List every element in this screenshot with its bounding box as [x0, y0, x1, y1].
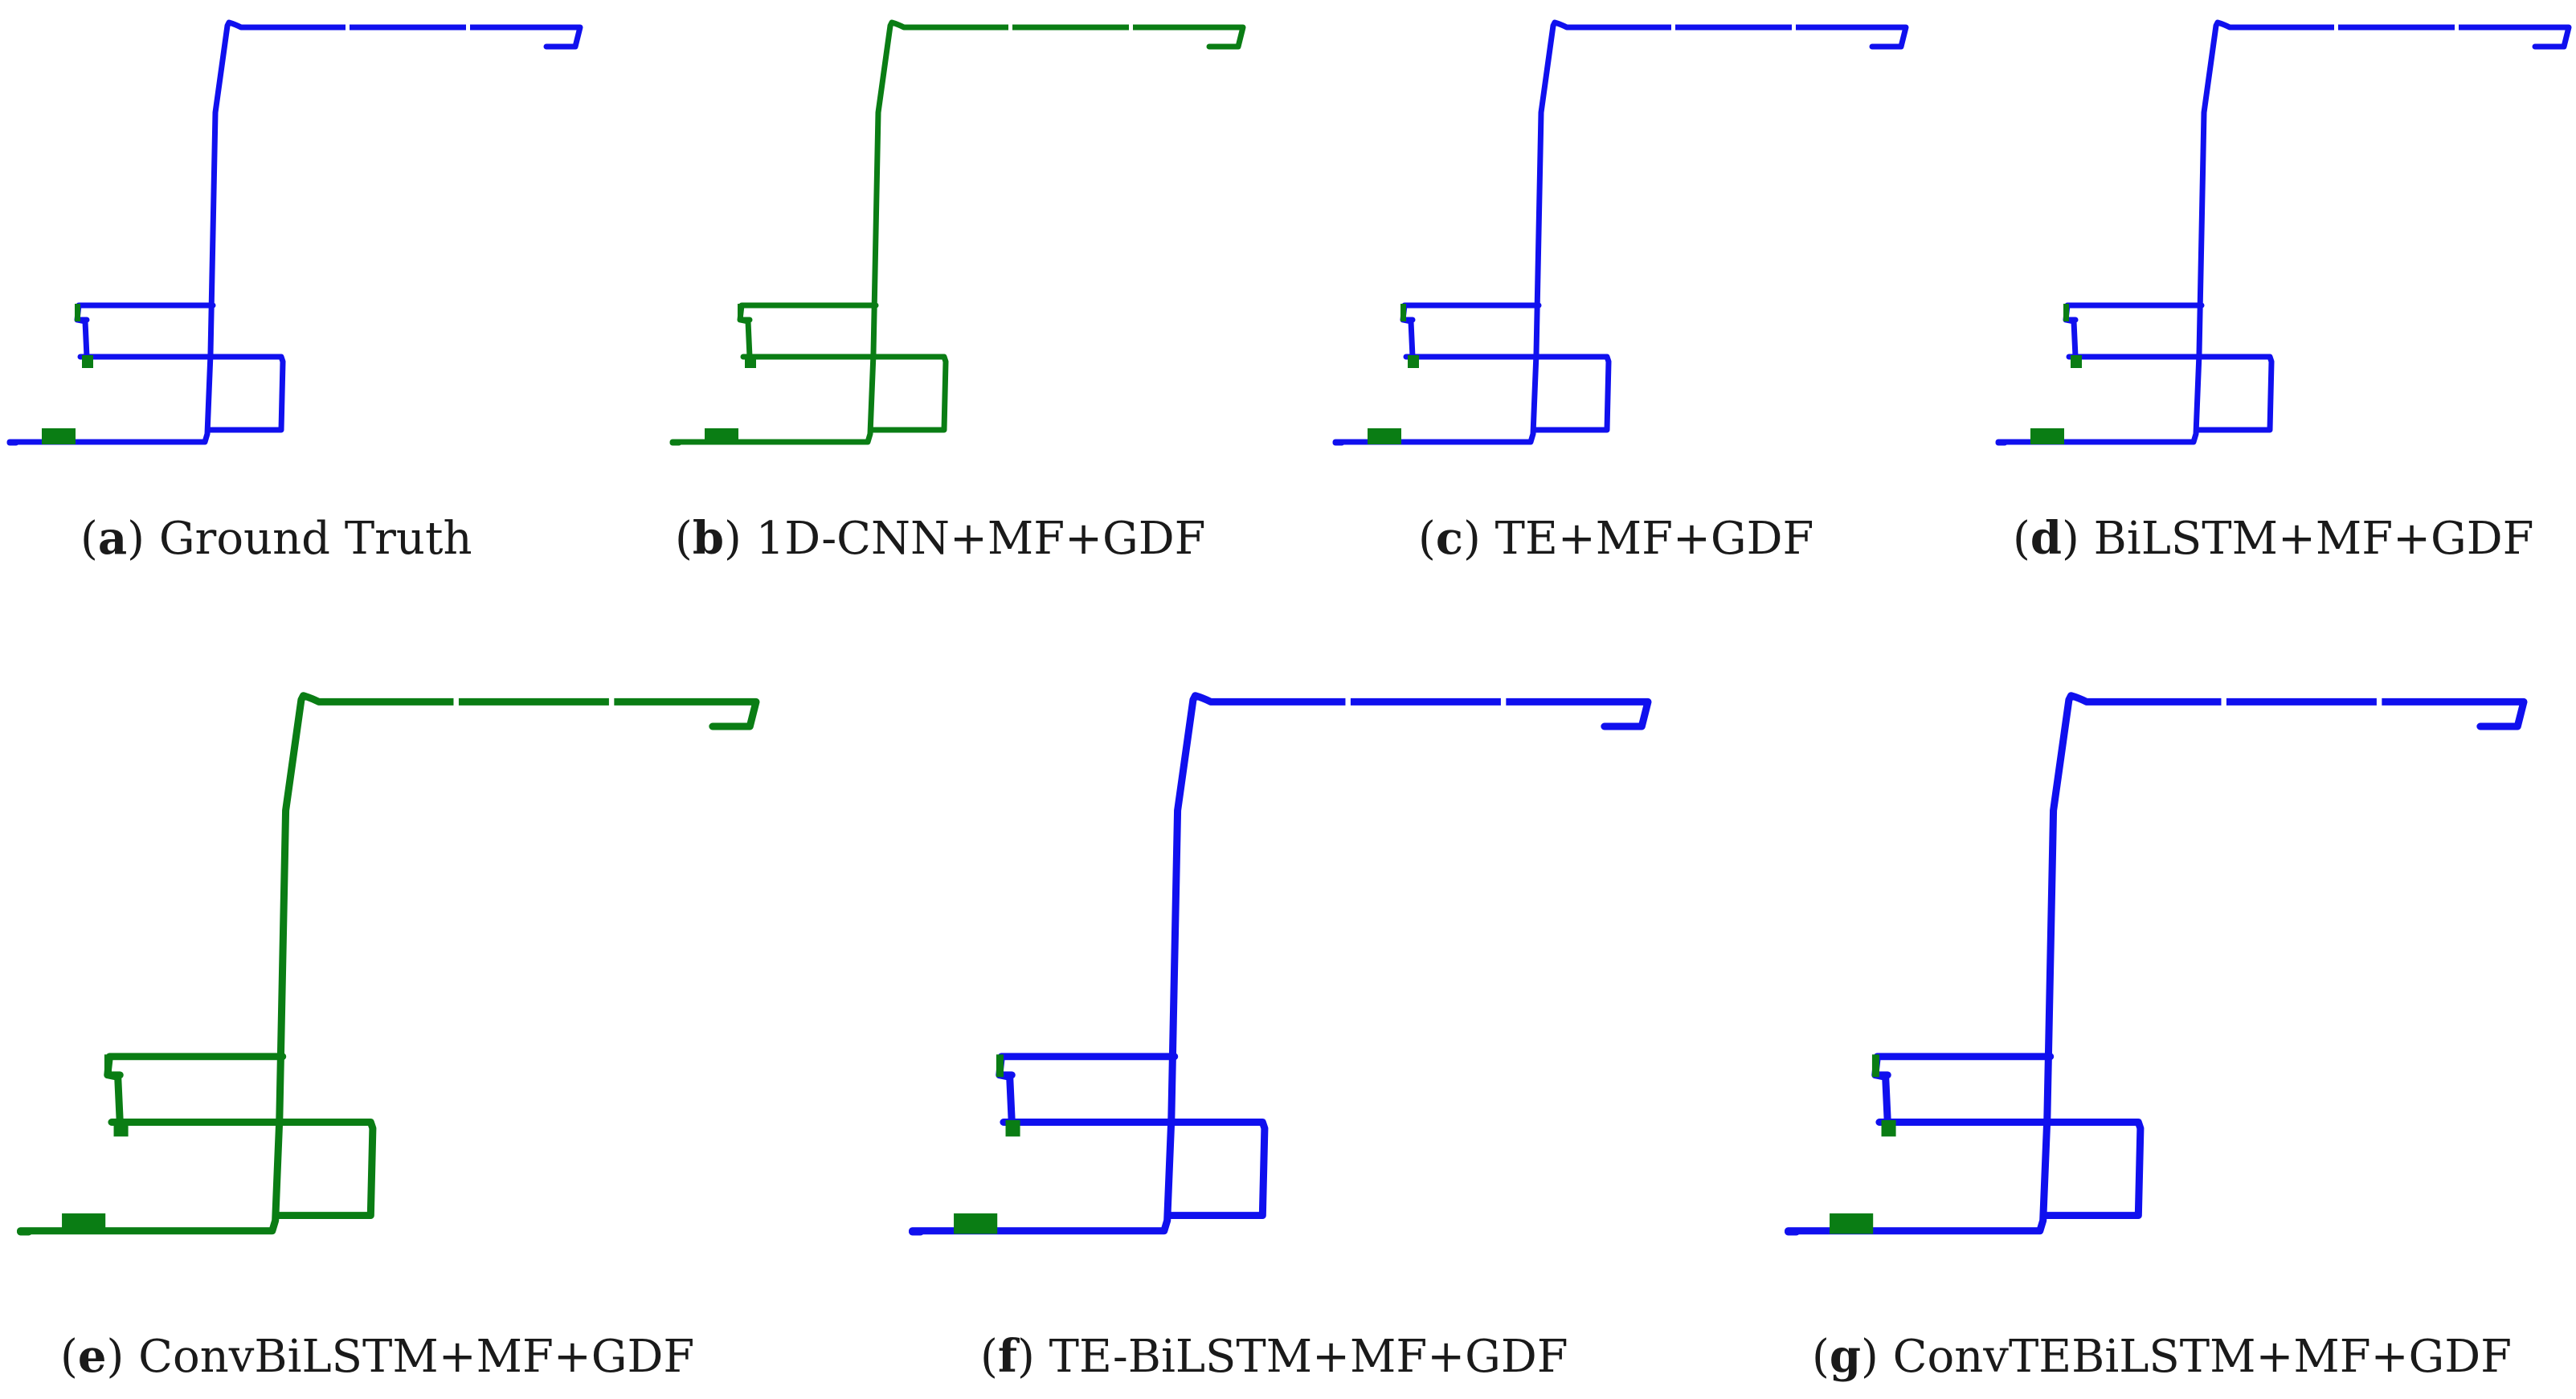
- caption-e: (e) ConvBiLSTM+MF+GDF: [60, 1330, 695, 1383]
- trajectory-gap: [1345, 697, 1351, 707]
- start-marker: [2030, 428, 2064, 444]
- loop-marker: [1400, 304, 1406, 321]
- trajectory-gap: [466, 23, 470, 31]
- caption-b: (b) 1D-CNN+MF+GDF: [675, 512, 1206, 565]
- trajectory-plot-g: [1784, 692, 2528, 1236]
- waypoint-marker: [1005, 1119, 1020, 1137]
- loop-marker: [1871, 1054, 1879, 1078]
- caption-c: (c) TE+MF+GDF: [1418, 512, 1814, 565]
- loop-marker: [104, 1054, 112, 1078]
- caption-c-title: TE+MF+GDF: [1494, 513, 1814, 565]
- panel-g: [1776, 667, 2563, 1262]
- trajectory-gap: [2376, 697, 2382, 707]
- loop-marker: [2063, 304, 2069, 321]
- loop-marker: [996, 1054, 1004, 1078]
- caption-a: (a) Ground Truth: [80, 512, 472, 565]
- trajectory-gap: [1129, 23, 1133, 31]
- trajectory-gap: [1500, 697, 1507, 707]
- panel-c: [1326, 0, 1936, 466]
- caption-g-title: ConvTEBiLSTM+MF+GDF: [1892, 1331, 2512, 1383]
- start-marker: [62, 1213, 106, 1234]
- trajectory-c: [1332, 19, 1909, 446]
- caption-e-title: ConvBiLSTM+MF+GDF: [138, 1331, 695, 1383]
- caption-c-letter: c: [1435, 512, 1463, 565]
- start-marker: [1368, 428, 1401, 444]
- trajectory-gap: [2455, 23, 2459, 31]
- caption-d-title: BiLSTM+MF+GDF: [2093, 513, 2534, 565]
- caption-d: (d) BiLSTM+MF+GDF: [2013, 512, 2534, 565]
- start-marker: [705, 428, 738, 444]
- trajectory-b: [669, 19, 1246, 446]
- trajectory-e: [16, 692, 760, 1236]
- trajectory-a: [6, 19, 583, 446]
- caption-g: (g) ConvTEBiLSTM+MF+GDF: [1812, 1330, 2512, 1383]
- trajectory-gap: [1671, 23, 1675, 31]
- caption-d-letter: d: [2030, 512, 2063, 565]
- trajectory-plot-a: [6, 19, 583, 446]
- caption-a-letter: a: [97, 512, 128, 565]
- start-marker: [954, 1213, 998, 1234]
- trajectory-line: [1332, 19, 1909, 446]
- trajectory-plot-b: [669, 19, 1246, 446]
- waypoint-marker: [745, 355, 756, 368]
- start-marker: [1830, 1213, 1874, 1234]
- trajectory-plot-f: [908, 692, 1652, 1236]
- caption-e-letter: e: [77, 1330, 107, 1383]
- trajectory-line: [6, 19, 583, 446]
- trajectory-line: [16, 692, 760, 1236]
- loop-marker: [738, 304, 743, 321]
- caption-f: (f) TE-BiLSTM+MF+GDF: [980, 1330, 1568, 1383]
- trajectory-gap: [453, 697, 459, 707]
- panel-e: [8, 667, 795, 1262]
- waypoint-marker: [1881, 1119, 1896, 1137]
- trajectory-d: [1995, 19, 2572, 446]
- panel-d: [1989, 0, 2576, 466]
- trajectory-plot-e: [16, 692, 760, 1236]
- trajectory-plot-c: [1332, 19, 1909, 446]
- panel-a: [0, 0, 611, 466]
- trajectory-line: [908, 692, 1652, 1236]
- trajectory-g: [1784, 692, 2528, 1236]
- panel-f: [900, 667, 1687, 1262]
- trajectory-gap: [608, 697, 615, 707]
- trajectory-gap: [1792, 23, 1796, 31]
- waypoint-marker: [82, 355, 93, 368]
- caption-a-title: Ground Truth: [158, 513, 472, 565]
- trajectory-gap: [1008, 23, 1012, 31]
- panel-b: [663, 0, 1274, 466]
- waypoint-marker: [1408, 355, 1419, 368]
- trajectory-line: [1784, 692, 2528, 1236]
- trajectory-gap: [2221, 697, 2226, 707]
- trajectory-f: [908, 692, 1652, 1236]
- trajectory-line: [669, 19, 1246, 446]
- caption-f-title: TE-BiLSTM+MF+GDF: [1049, 1331, 1568, 1383]
- caption-f-letter: f: [997, 1330, 1017, 1383]
- waypoint-marker: [2071, 355, 2082, 368]
- caption-b-title: 1D-CNN+MF+GDF: [755, 513, 1206, 565]
- trajectory-line: [1995, 19, 2572, 446]
- trajectory-gap: [2334, 23, 2338, 31]
- start-marker: [42, 428, 76, 444]
- waypoint-marker: [113, 1119, 129, 1137]
- loop-marker: [75, 304, 80, 321]
- trajectory-gap: [346, 23, 350, 31]
- caption-b-letter: b: [692, 512, 725, 565]
- trajectory-plot-d: [1995, 19, 2572, 446]
- caption-g-letter: g: [1829, 1330, 1862, 1383]
